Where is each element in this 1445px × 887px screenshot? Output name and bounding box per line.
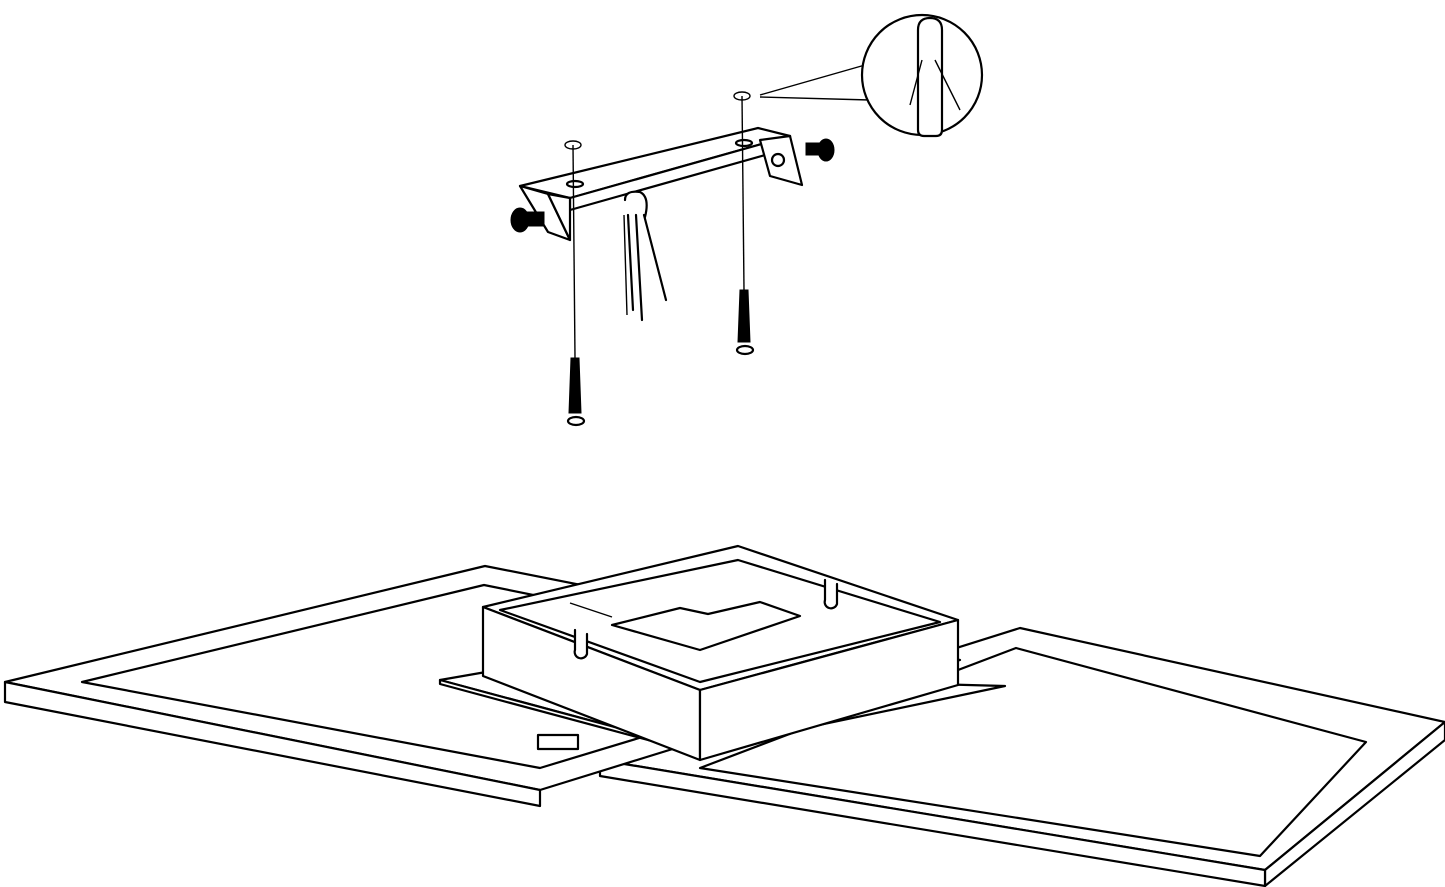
wall-plug-callout <box>759 13 984 138</box>
canopy-box <box>481 544 960 762</box>
wall-screw-right <box>735 289 755 356</box>
side-screw-right <box>805 138 835 162</box>
power-wires <box>623 190 668 322</box>
side-screw-left <box>510 207 545 233</box>
connector-block <box>536 733 580 751</box>
mounting-bracket <box>518 126 804 242</box>
wall-screw-left <box>566 357 586 427</box>
